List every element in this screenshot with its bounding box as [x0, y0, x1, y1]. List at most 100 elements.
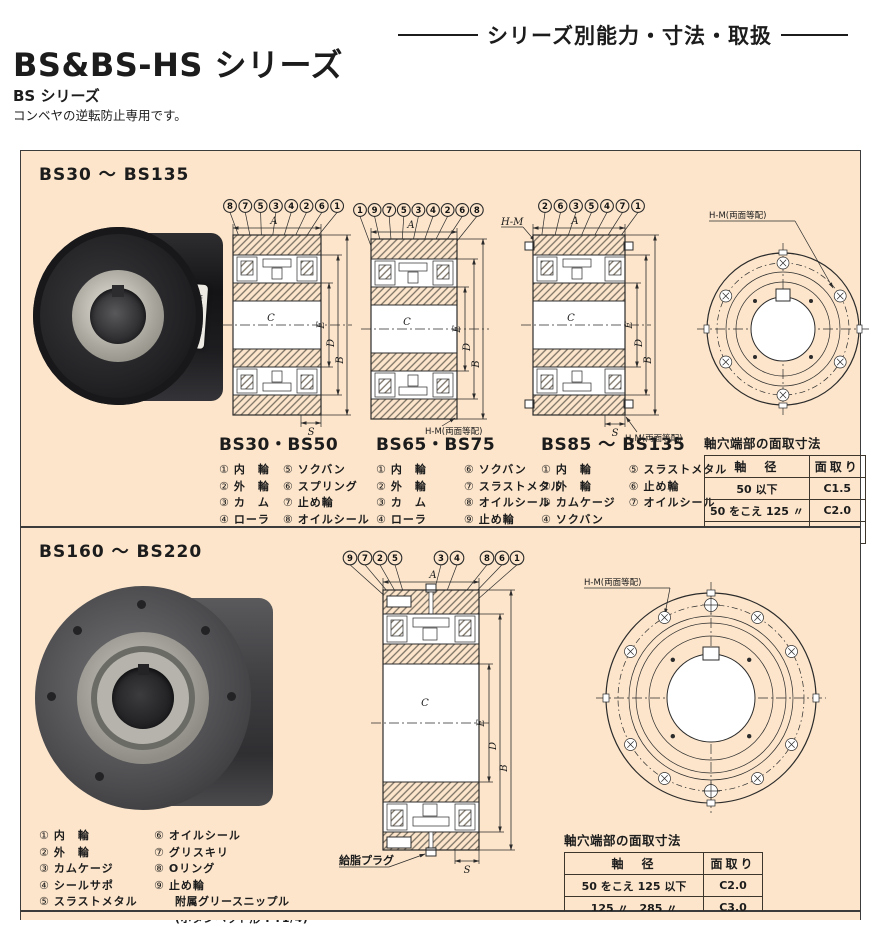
parts-list-title: BS30・BS50: [219, 430, 370, 455]
clutch-face: [33, 227, 203, 405]
callout-number: 9: [347, 554, 353, 564]
callout-number: 3: [438, 554, 444, 564]
tagline-rule-right: [781, 34, 848, 36]
callout-number: 1: [635, 202, 641, 212]
dim-A-label: A: [570, 216, 578, 227]
callout-number: 4: [454, 554, 460, 564]
callout-number: 5: [401, 206, 407, 216]
section-tagline: シリーズ別能力・寸法・取扱: [398, 20, 848, 50]
callout-number: 3: [415, 206, 421, 216]
keyway: [112, 285, 124, 297]
callout-number: 7: [620, 202, 626, 212]
callout-number: 6: [499, 554, 505, 564]
callout-number: 3: [573, 202, 579, 212]
tagline-text: シリーズ別能力・寸法・取扱: [487, 20, 772, 50]
grease-plug-label: 給脂プラグ: [339, 853, 394, 867]
dim-A-label: A: [428, 570, 436, 581]
dim-C-label: C: [267, 313, 275, 324]
callout-number: 2: [377, 554, 383, 564]
accessory-note-line1: 附属グリースニップル: [154, 894, 308, 911]
next-section-top-border: [20, 911, 861, 920]
dim-B-label: B: [643, 356, 654, 364]
callout-number: 5: [258, 202, 264, 212]
col-header-shaft-dia: 軸 径: [705, 456, 810, 478]
dim-D-label: D: [488, 742, 499, 751]
range-label: BS160 ～ BS220: [39, 537, 202, 562]
col-header-chamfer: 面取り: [704, 853, 763, 875]
callout-number: 1: [334, 202, 340, 212]
front-view-drawing-1: H-M(両面等配): [683, 207, 876, 432]
callout-number: 2: [445, 206, 451, 216]
callout-number: 6: [319, 202, 325, 212]
callout-number: 7: [362, 554, 368, 564]
section-bs160-bs220: BS160 ～ BS220 BACKSTOP CAMCLUTCH BS160-1…: [20, 527, 861, 911]
callout-number: 3: [273, 202, 279, 212]
callout-number: 2: [304, 202, 310, 212]
callout-number: 8: [227, 202, 233, 212]
callout-number: 4: [604, 202, 610, 212]
col-header-chamfer: 面取り: [809, 456, 865, 478]
section-bs30-bs135: BS30 ～ BS135 TSUBAKI BACKSTOP CAMCLUTCH …: [20, 150, 861, 527]
dim-B-label: B: [471, 360, 482, 368]
dim-E-label: E: [624, 321, 635, 330]
dim-C-label: C: [567, 313, 575, 324]
dim-E-label: E: [452, 325, 463, 334]
series-subtitle: BS シリーズ: [13, 85, 100, 106]
product-photo-bs30: TSUBAKI BACKSTOP CAMCLUTCH BS30-30J MFG.…: [33, 223, 225, 411]
dim-B-label: B: [499, 764, 510, 772]
col-header-shaft-dia: 軸 径: [565, 853, 704, 875]
callout-number: 6: [558, 202, 564, 212]
callout-number: 8: [484, 554, 490, 564]
chamfer-table-title: 軸穴端部の面取寸法: [704, 433, 866, 452]
table-row: 50 をこえ 125 〃C2.0: [705, 500, 866, 522]
dim-B-label: B: [335, 356, 346, 364]
callout-number: 1: [514, 554, 520, 564]
dim-D-label: D: [326, 339, 337, 348]
product-photo-bs160: BACKSTOP CAMCLUTCH BS160-160J: [35, 586, 277, 818]
hm-note: H-M(両面等配): [584, 577, 641, 588]
series-description: コンベヤの逆転防止専用です。: [13, 105, 187, 124]
callout-number: 4: [430, 206, 436, 216]
callout-number: 7: [386, 206, 392, 216]
callout-number: 2: [542, 202, 548, 212]
hm-label: H-M: [500, 217, 524, 228]
dim-D-label: D: [634, 339, 645, 348]
chamfer-table-title: 軸穴端部の面取寸法: [564, 830, 763, 849]
callout-number: 1: [357, 206, 363, 216]
parts-list-title: BS65・BS75: [376, 430, 563, 455]
hm-note: H-M(両面等配): [709, 210, 766, 221]
callout-number: 8: [474, 206, 480, 216]
dim-E-label: E: [316, 321, 327, 330]
dim-S-label: S: [464, 865, 471, 876]
clutch-face: [35, 586, 251, 810]
